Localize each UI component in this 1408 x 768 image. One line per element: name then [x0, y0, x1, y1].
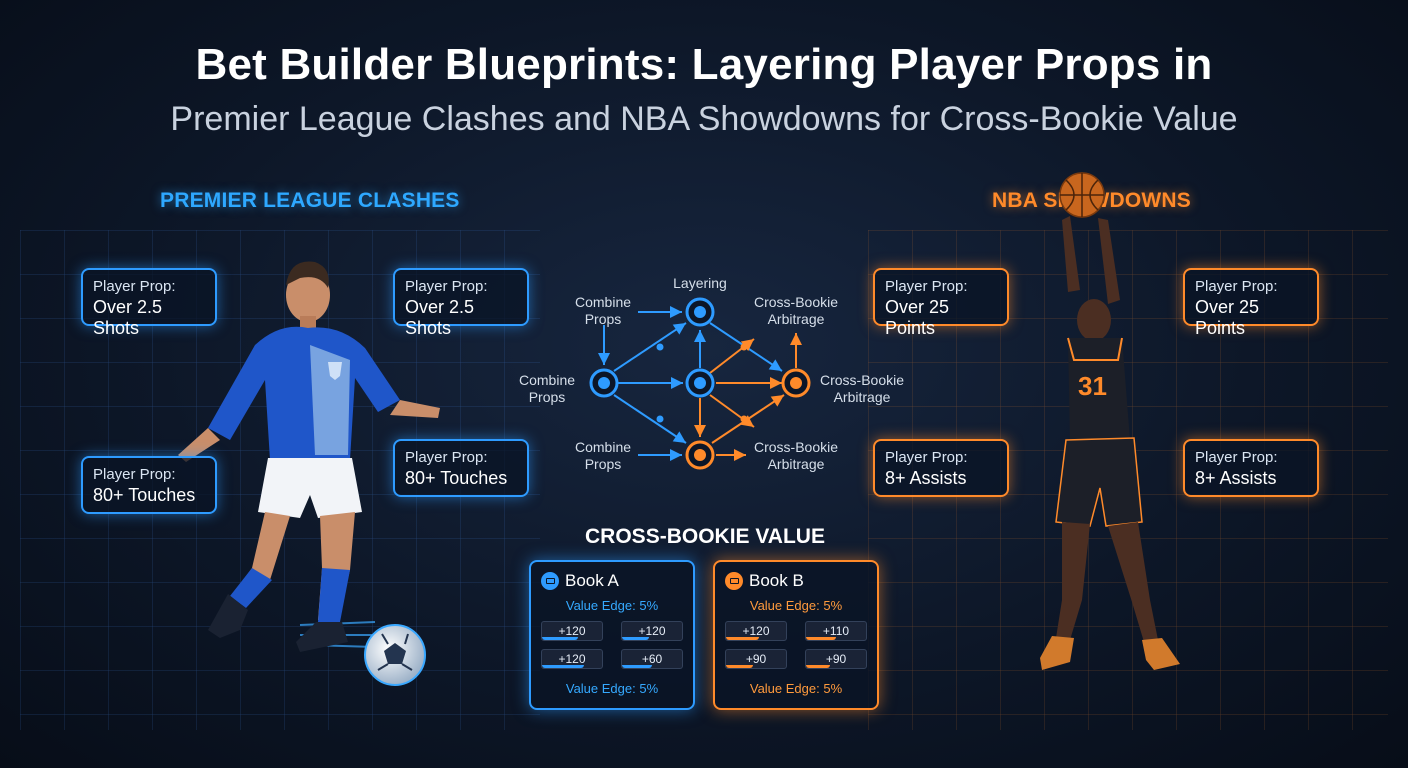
diagram-nodes	[589, 297, 811, 470]
prop-value: 80+ Touches	[93, 485, 196, 505]
odds-cell[interactable]: +120	[621, 621, 683, 641]
node-label-cross-bookie-arbitrage: Cross-Bookie Arbitrage	[819, 372, 905, 405]
odds-bar	[806, 637, 836, 640]
layering-flow-diagram	[589, 297, 811, 470]
prop-label: Player Prop:	[93, 278, 176, 295]
book-name: Book A	[565, 571, 619, 590]
odds-bar	[806, 665, 830, 668]
odds-value: +90	[825, 652, 847, 666]
odds-value: +60	[641, 652, 663, 666]
prop-value: Over 2.5 Shots	[405, 297, 475, 338]
cross-bookie-value-heading: CROSS-BOOKIE VALUE	[585, 525, 825, 548]
odds-cell[interactable]: +120	[725, 621, 787, 641]
pl-prop-card[interactable]: Player Prop: 80+ Touches	[393, 439, 529, 497]
odds-cell[interactable]: +120	[541, 649, 603, 669]
prop-value: Over 2.5 Shots	[93, 297, 163, 338]
page-subtitle: Premier League Clashes and NBA Showdowns…	[170, 100, 1238, 138]
prop-value: 80+ Touches	[405, 468, 508, 488]
odds-value: +110	[822, 624, 850, 638]
pl-prop-card[interactable]: Player Prop: 80+ Touches	[81, 456, 217, 514]
odds-bar	[542, 665, 584, 668]
node-label-cross-bookie-arbitrage: Cross-Bookie Arbitrage	[753, 439, 839, 472]
odds-bar	[726, 665, 753, 668]
odds-bar	[622, 637, 649, 640]
prop-label: Player Prop:	[93, 466, 176, 483]
odds-value: +90	[745, 652, 767, 666]
book-a-card[interactable]: Book A Value Edge: 5% +120 +120 +120 +60…	[529, 560, 695, 710]
prop-label: Player Prop:	[1195, 449, 1278, 466]
prop-value: Over 25 Points	[885, 297, 950, 338]
odds-value: +120	[638, 624, 666, 638]
nba-prop-card[interactable]: Player Prop: 8+ Assists	[873, 439, 1009, 497]
prop-label: Player Prop:	[1195, 278, 1278, 295]
odds-value: +120	[558, 624, 586, 638]
wallet-icon	[541, 572, 559, 590]
nba-prop-card[interactable]: Player Prop: 8+ Assists	[1183, 439, 1319, 497]
odds-bar	[622, 665, 652, 668]
nba-prop-card[interactable]: Player Prop: Over 25 Points	[873, 268, 1009, 338]
prop-value: 8+ Assists	[885, 468, 967, 488]
odds-value: +120	[558, 652, 586, 666]
prop-label: Player Prop:	[885, 278, 968, 295]
soccer-player-illustration	[178, 261, 440, 686]
prop-label: Player Prop:	[405, 278, 488, 295]
node-label-combine-props: Combine Props	[518, 372, 576, 405]
node-label-cross-bookie-arbitrage: Cross-Bookie Arbitrage	[753, 294, 839, 327]
odds-bar	[726, 637, 759, 640]
odds-bar	[542, 637, 578, 640]
prop-label: Player Prop:	[885, 449, 968, 466]
jersey-number: 31	[1078, 371, 1107, 401]
nba-prop-card[interactable]: Player Prop: Over 25 Points	[1183, 268, 1319, 338]
odds-cell[interactable]: +90	[805, 649, 867, 669]
prop-value: Over 25 Points	[1195, 297, 1260, 338]
value-edge: Value Edge: 5%	[749, 681, 843, 696]
book-name: Book B	[749, 571, 804, 590]
basketball-player-illustration: 31	[1040, 172, 1180, 670]
book-b-card[interactable]: Book B Value Edge: 5% +120 +110 +90 +90 …	[713, 560, 879, 710]
odds-cell[interactable]: +110	[805, 621, 867, 641]
pl-prop-card[interactable]: Player Prop: Over 2.5 Shots	[81, 268, 217, 338]
odds-value: +120	[742, 624, 770, 638]
node-label-combine-props: Combine Props	[574, 294, 632, 327]
node-label-layering: Layering	[673, 275, 727, 291]
value-edge: Value Edge: 5%	[565, 681, 659, 696]
value-edge: Value Edge: 5%	[749, 598, 843, 613]
wallet-icon	[725, 572, 743, 590]
odds-cell[interactable]: +60	[621, 649, 683, 669]
pl-prop-card[interactable]: Player Prop: Over 2.5 Shots	[393, 268, 529, 338]
node-label-combine-props: Combine Props	[574, 439, 632, 472]
prop-value: 8+ Assists	[1195, 468, 1277, 488]
odds-cell[interactable]: +90	[725, 649, 787, 669]
prop-label: Player Prop:	[405, 449, 488, 466]
page-title: Bet Builder Blueprints: Layering Player …	[195, 40, 1213, 89]
premier-league-heading: PREMIER LEAGUE CLASHES	[160, 189, 460, 212]
odds-cell[interactable]: +120	[541, 621, 603, 641]
value-edge: Value Edge: 5%	[565, 598, 659, 613]
